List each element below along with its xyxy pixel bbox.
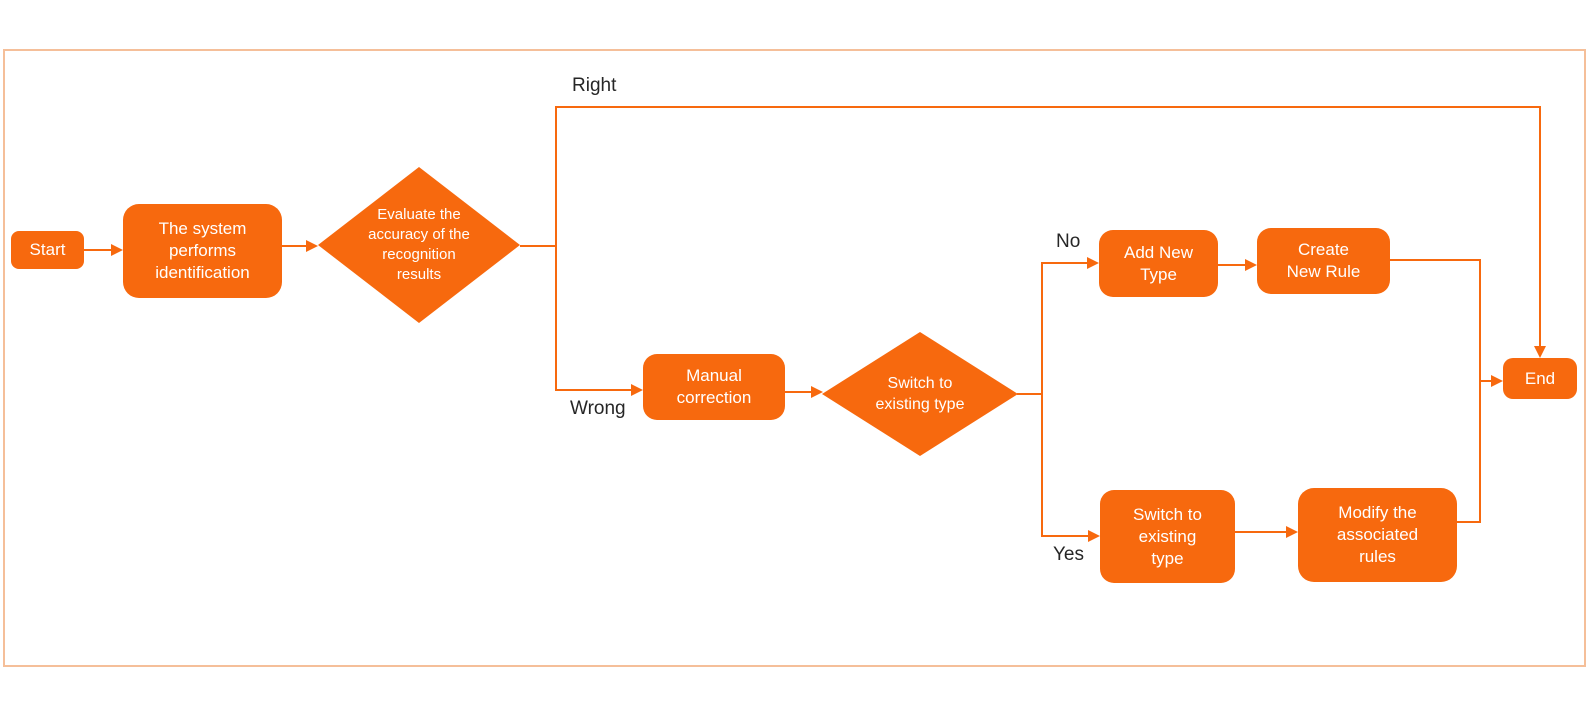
connector-line xyxy=(1041,535,1089,537)
node-label: Evaluate the accuracy of the recognition… xyxy=(368,206,470,283)
connector-line xyxy=(1041,262,1088,264)
connector-line xyxy=(1479,259,1481,523)
connector-line xyxy=(282,245,307,247)
arrowhead-right xyxy=(1245,259,1257,271)
connector-line xyxy=(520,245,557,247)
node-add-new-type: Add New Type xyxy=(1099,230,1218,297)
node-label: Modify the associated rules xyxy=(1336,503,1419,566)
arrowhead-right xyxy=(1286,526,1298,538)
connector-line xyxy=(555,106,1541,108)
node-label: Start xyxy=(29,240,66,259)
arrowhead-right xyxy=(1491,375,1503,387)
connector-line xyxy=(1479,380,1492,382)
node-label: Add New Type xyxy=(1124,242,1193,284)
node-label: Switch to existing type xyxy=(875,375,965,413)
connector-line xyxy=(1041,262,1043,537)
node-label: The system performs identification xyxy=(155,219,250,282)
edge-label-wrong: Wrong xyxy=(570,398,626,419)
node-system-performs-identification: The system performs identification xyxy=(123,204,282,298)
node-end: End xyxy=(1503,358,1577,399)
connector-line xyxy=(1218,264,1246,266)
node-modify-associated-rules: Modify the associated rules xyxy=(1298,488,1457,582)
connector-line xyxy=(785,391,812,393)
arrowhead-right xyxy=(1087,257,1099,269)
connector-line xyxy=(555,107,557,391)
edge-label-yes: Yes xyxy=(1053,544,1084,565)
node-label: Switch to existing type xyxy=(1133,504,1202,568)
arrowhead-right xyxy=(111,244,123,256)
node-start: Start xyxy=(11,231,84,269)
arrowhead-right xyxy=(811,386,823,398)
node-switch-to-existing-type: Switch to existing type xyxy=(1100,490,1235,583)
arrowhead-right xyxy=(631,384,643,396)
connector-line xyxy=(1017,393,1043,395)
arrowhead-right xyxy=(1088,530,1100,542)
connector-line xyxy=(1539,106,1541,347)
node-label: End xyxy=(1524,368,1556,388)
arrowhead-down xyxy=(1534,346,1546,358)
connector-line xyxy=(555,389,632,391)
edge-label-right: Right xyxy=(572,75,617,96)
connector-line xyxy=(1457,521,1481,523)
edge-label-no: No xyxy=(1056,231,1081,252)
node-create-new-rule: Create New Rule xyxy=(1257,228,1390,294)
node-label: Create New Rule xyxy=(1286,240,1361,281)
node-manual-correction: Manual correction xyxy=(643,354,785,420)
arrowhead-right xyxy=(306,240,318,252)
connector-line xyxy=(1235,531,1287,533)
node-label: Manual correction xyxy=(676,366,752,407)
connector-line xyxy=(84,249,112,251)
connector-line xyxy=(1390,259,1481,261)
diagram-frame xyxy=(3,49,1586,667)
